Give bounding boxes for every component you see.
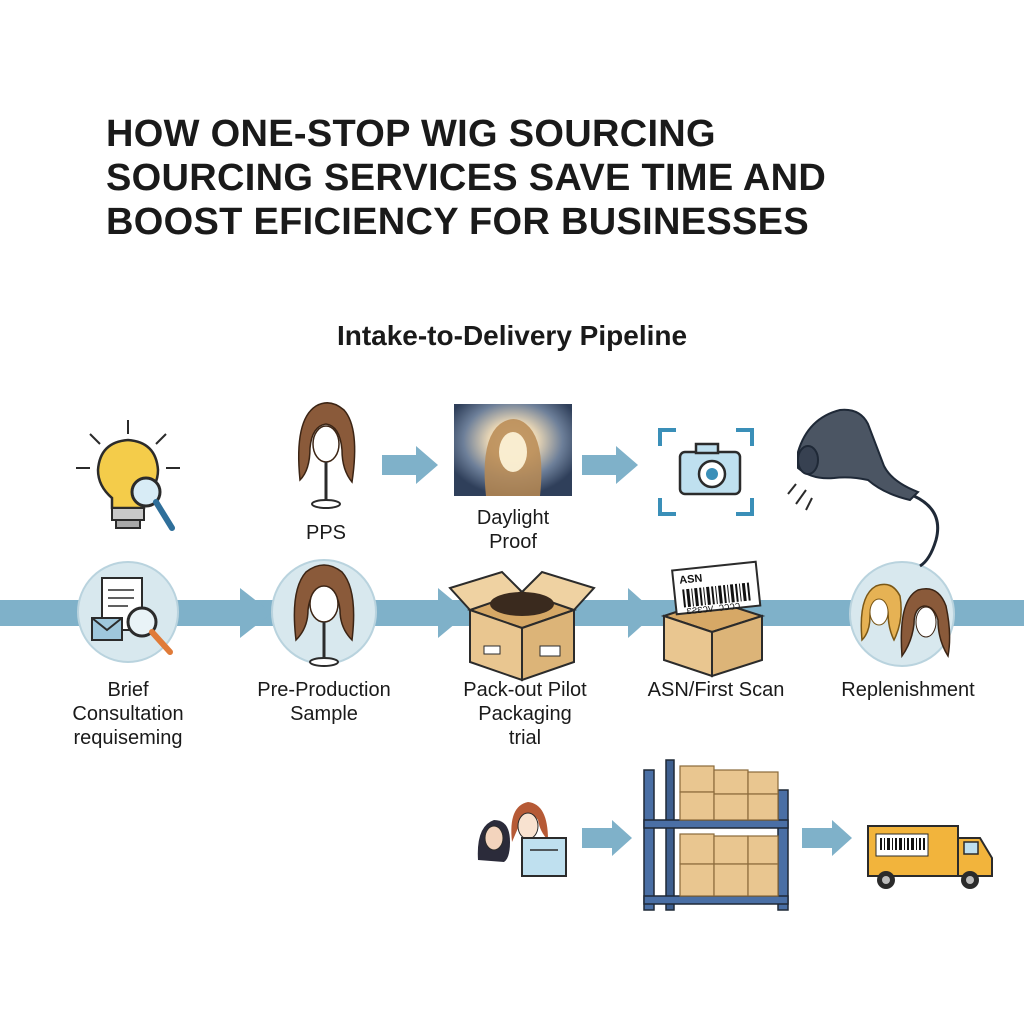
stage-label-asn: ASN/First Scan [648, 678, 785, 702]
warehouse-rack-icon [643, 759, 789, 911]
main-title: HOW ONE-STOP WIG SOURCING SOURCING SERVI… [106, 112, 866, 244]
stage-4-line-1: ASN/First Scan [647, 679, 785, 701]
camera-icon [658, 428, 754, 516]
daylight-proof-image [454, 404, 572, 496]
top-arrow-1 [382, 446, 438, 484]
replenishment-icon [849, 561, 955, 667]
stage-1-line-1: Brief [107, 679, 149, 701]
stage-1-line-2: Consultation [72, 703, 184, 725]
stage-2-line-2: Sample [290, 703, 358, 725]
stage-label-brief: Brief Consultation requiseming [72, 678, 183, 750]
pps-label: PPS [305, 522, 347, 544]
stage-label-pack-out: Pack-out Pilot Packaging trial [463, 678, 586, 750]
asn-box-icon [660, 560, 766, 678]
pipeline-arrow-1 [180, 588, 272, 638]
top-arrow-2 [582, 446, 638, 484]
asn-barcode [682, 582, 751, 608]
stage-label-replenishment: Replenishment [841, 678, 974, 702]
stage-1-line-3: requiseming [73, 727, 183, 749]
lightbulb-icon [76, 420, 180, 531]
stage-2-line-1: Pre-Production [257, 679, 391, 701]
title-line-1: HOW ONE-STOP WIG SOURCING [106, 113, 716, 155]
asn-label-header: ASN [679, 572, 703, 586]
barcode-scanner-icon [787, 408, 940, 568]
bottom-arrow-2 [802, 820, 852, 856]
stage-label-pre-production: Pre-Production Sample [257, 678, 390, 726]
customers-icon [477, 802, 567, 877]
pack-out-box-icon [448, 570, 596, 682]
stage-3-line-1: Pack-out Pilot [463, 679, 587, 701]
daylight-proof-line-1: Daylight [476, 507, 550, 529]
daylight-proof-label: Daylight Proof [477, 506, 549, 554]
daylight-proof-line-2: Proof [489, 531, 537, 553]
pps-wig-icon [297, 402, 356, 509]
pre-production-sample-icon [271, 559, 377, 667]
title-line-3: BOOST EFICIENCY FOR BUSINESSES [106, 201, 809, 243]
pipeline-title: Intake-to-Delivery Pipeline [336, 320, 688, 351]
title-line-2: SOURCING SERVICES SAVE TIME AND [106, 157, 827, 199]
brief-consultation-icon [77, 561, 179, 663]
pipeline-arrow-3 [592, 588, 656, 638]
bottom-arrow-1 [582, 820, 632, 856]
stage-3-line-3: trial [508, 727, 542, 749]
stage-3-line-2: Packaging [478, 703, 572, 725]
pipeline-arrow-2 [382, 588, 468, 638]
stage-5-line-1: Replenishment [841, 679, 975, 701]
delivery-truck-icon [867, 825, 993, 889]
